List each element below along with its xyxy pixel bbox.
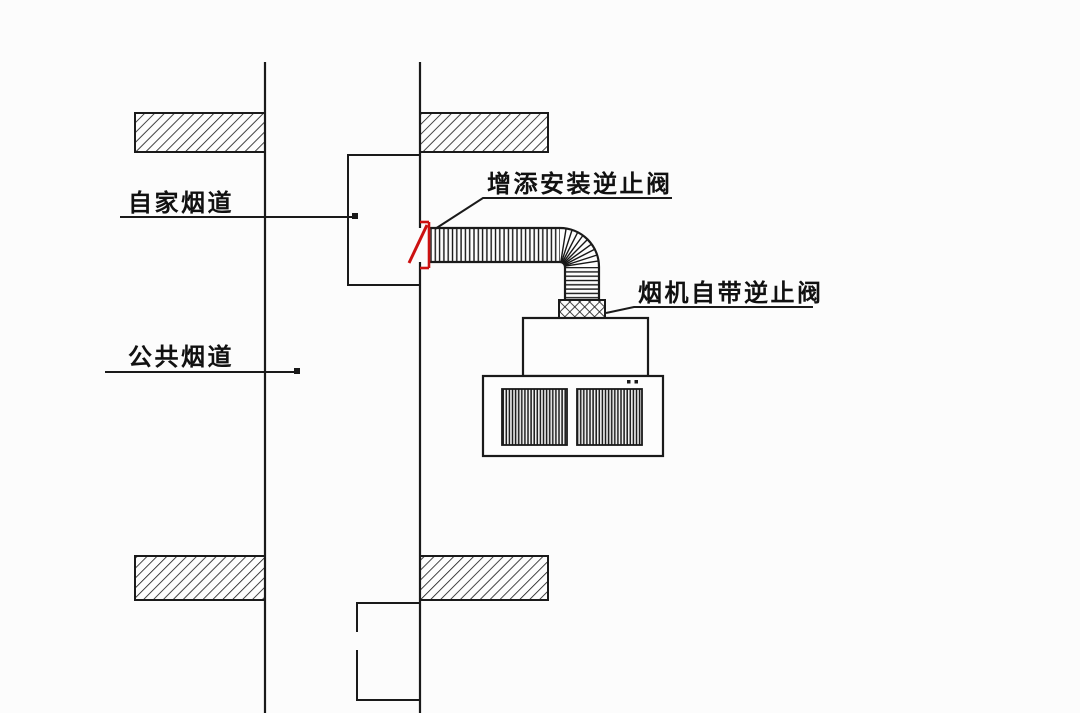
label-public-flue: 公共烟道 — [128, 343, 234, 371]
hood-control-dot-2 — [634, 380, 638, 384]
elbow-ribs — [560, 228, 599, 267]
label-hood-builtin-check-valve: 烟机自带逆止阀 — [638, 279, 824, 307]
flex-duct-vertical — [563, 267, 601, 300]
hood-chimney — [521, 316, 650, 378]
own-flue-branch-outline — [347, 154, 420, 286]
hood-check-valve-collar — [558, 299, 606, 319]
added-valve-leader — [434, 197, 672, 230]
hood-control-dot-1 — [627, 380, 631, 384]
hood-valve-leader — [605, 306, 813, 314]
flex-duct-horizontal-ribs — [430, 229, 560, 261]
floor-slab-bottom-right — [419, 555, 549, 601]
valve-flap-line — [407, 224, 429, 264]
flex-duct-horizontal — [430, 226, 560, 264]
label-added-check-valve: 增添安装逆止阀 — [487, 170, 673, 198]
own-flue-branch-lower-bottom — [356, 650, 420, 701]
own-flue-branch-lower-top — [356, 602, 420, 632]
hood-filter-right — [576, 388, 643, 446]
floor-slab-top-right — [419, 112, 549, 153]
label-own-flue: 自家烟道 — [128, 189, 234, 217]
own-flue-leader-dot — [352, 213, 358, 219]
floor-slab-top-left — [134, 112, 266, 153]
floor-slab-bottom-left — [134, 555, 266, 601]
public-flue-leader-dot — [294, 368, 300, 374]
added-check-valve-symbol — [407, 220, 431, 270]
hood-filter-left — [501, 388, 568, 446]
flex-duct-elbow — [559, 226, 601, 268]
